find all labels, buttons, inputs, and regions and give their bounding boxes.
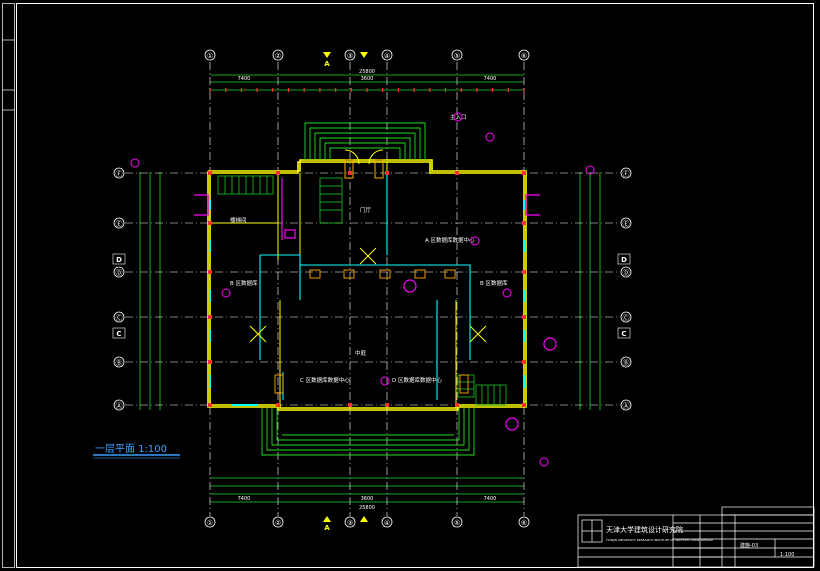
- column: [385, 403, 389, 407]
- magenta-details: [194, 178, 557, 431]
- room-labels: A 区数据库数据中心 B 区数据库 B 区数据库 C 区数据库数据中心 D 区数…: [230, 113, 508, 384]
- axis-bubbles-bottom: ① ② ③ ④ ⑤ ⑥: [204, 516, 530, 528]
- title-block-logo-text: 天津大学建筑设计研究院: [606, 525, 683, 534]
- title-block-scale: 1:100: [780, 552, 794, 558]
- axis-label-left-b: Ⓑ: [116, 359, 123, 367]
- axis-label-top-2: ②: [275, 52, 281, 60]
- column: [522, 221, 526, 225]
- stairs: [217, 175, 507, 406]
- index-markers: [130, 112, 595, 467]
- columns: [208, 171, 526, 407]
- column: [208, 171, 212, 175]
- entrance-steps-bottom: [261, 408, 475, 456]
- title-block-logo-subtext: TIANJIN UNIVERSITY RESEARCH INSTITUTE OF…: [605, 538, 713, 542]
- furniture-blocks: [274, 269, 469, 394]
- drawing-frame: [16, 3, 814, 568]
- column: [348, 403, 352, 407]
- dim-top-seg-3: 7400: [484, 76, 497, 82]
- label-a-zone: A 区数据库数据中心: [425, 236, 475, 244]
- axis-bubbles-left: Ⓕ Ⓔ Ⓓ Ⓒ Ⓑ Ⓐ: [113, 167, 125, 411]
- label-lobby: 门厅: [360, 206, 372, 214]
- bottom-dimension-lines: [210, 477, 524, 503]
- label-b-zone-left: B 区数据库: [230, 279, 258, 287]
- dim-top-seg-2: 3600: [361, 76, 374, 82]
- column: [522, 360, 526, 364]
- side-dimension-lines: [139, 172, 601, 410]
- axis-label-right-f: Ⓕ: [623, 170, 630, 178]
- column: [455, 403, 459, 407]
- column: [522, 171, 526, 175]
- axis-label-right-c: Ⓒ: [623, 314, 630, 322]
- column: [208, 360, 212, 364]
- dim-bottom-seg-1: 7400: [238, 496, 251, 502]
- axis-label-bottom-5: ⑤: [454, 519, 460, 527]
- axis-label-bottom-3: ③: [347, 519, 353, 527]
- dim-bottom-seg-3: 7400: [484, 496, 497, 502]
- axis-label-top-3: ③: [347, 52, 353, 60]
- windows: [209, 200, 525, 406]
- axis-label-bottom-2: ②: [275, 519, 281, 527]
- entrance-steps-top: [304, 122, 426, 160]
- top-dimension-lines: [209, 74, 525, 92]
- axis-grid: [125, 62, 620, 516]
- dim-top-seg-1: 7400: [238, 76, 251, 82]
- column: [348, 171, 352, 175]
- plan-title: 一层平面 1:100: [95, 443, 167, 455]
- label-stair: 楼梯间: [230, 216, 247, 224]
- axis-label-left-d: Ⓓ: [116, 269, 123, 277]
- label-c-zone: C 区数据库数据中心: [300, 376, 350, 384]
- label-d-zone: D 区数据库数据中心: [392, 376, 442, 384]
- column: [455, 171, 459, 175]
- dim-bottom-seg-2: 3600: [361, 496, 374, 502]
- plan-title-group: 一层平面 1:100: [93, 443, 180, 459]
- title-block: [577, 506, 815, 568]
- column: [208, 403, 212, 407]
- glass-walls: [259, 173, 471, 400]
- column: [522, 403, 526, 407]
- axis-label-left-a: Ⓐ: [116, 402, 123, 410]
- axis-label-top-1: ①: [207, 52, 213, 60]
- binding-strip: [2, 3, 15, 568]
- axis-label-right-b: Ⓑ: [623, 359, 630, 367]
- section-mark-a-bottom: A: [324, 524, 330, 532]
- axis-label-bottom-6: ⑥: [521, 519, 527, 527]
- axis-label-left-c: Ⓒ: [116, 314, 123, 322]
- column: [208, 315, 212, 319]
- doors: [249, 149, 487, 343]
- column: [522, 270, 526, 274]
- dimension-texts: 25800 7400 3600 7400 25800 7400 3600 740…: [238, 69, 497, 511]
- section-mark-a-top: A: [324, 60, 330, 68]
- column: [276, 403, 280, 407]
- axis-label-left-f: Ⓕ: [116, 170, 123, 178]
- axis-label-top-5: ⑤: [454, 52, 460, 60]
- axis-label-top-4: ④: [384, 52, 390, 60]
- label-court: 中庭: [355, 349, 367, 357]
- column: [208, 270, 212, 274]
- axis-bubbles-top: ① ② ③ ④ ⑤ ⑥: [204, 49, 530, 61]
- axis-label-right-d: Ⓓ: [623, 269, 630, 277]
- section-mark-d-left: D: [116, 256, 122, 264]
- section-mark-d-right: D: [621, 256, 627, 264]
- axis-label-left-e: Ⓔ: [116, 220, 123, 228]
- section-marks: A A D D C C: [112, 52, 631, 532]
- label-b-zone-right: B 区数据库: [480, 279, 508, 287]
- axis-label-top-6: ⑥: [521, 52, 527, 60]
- axis-label-bottom-4: ④: [384, 519, 390, 527]
- column: [208, 221, 212, 225]
- dim-bottom-total: 25800: [359, 505, 375, 511]
- section-mark-c-left: C: [116, 330, 121, 338]
- axis-label-right-e: Ⓔ: [623, 220, 630, 228]
- column: [522, 315, 526, 319]
- column: [276, 171, 280, 175]
- title-block-sheet-no: 建施-03: [740, 542, 758, 549]
- column: [385, 171, 389, 175]
- section-mark-c-right: C: [621, 330, 626, 338]
- axis-bubbles-right: Ⓕ Ⓔ Ⓓ Ⓒ Ⓑ Ⓐ: [620, 167, 632, 411]
- axis-label-bottom-1: ①: [207, 519, 213, 527]
- dim-top-total: 25800: [359, 69, 375, 75]
- label-entrance: 主入口: [450, 113, 467, 121]
- axis-label-right-a: Ⓐ: [623, 402, 630, 410]
